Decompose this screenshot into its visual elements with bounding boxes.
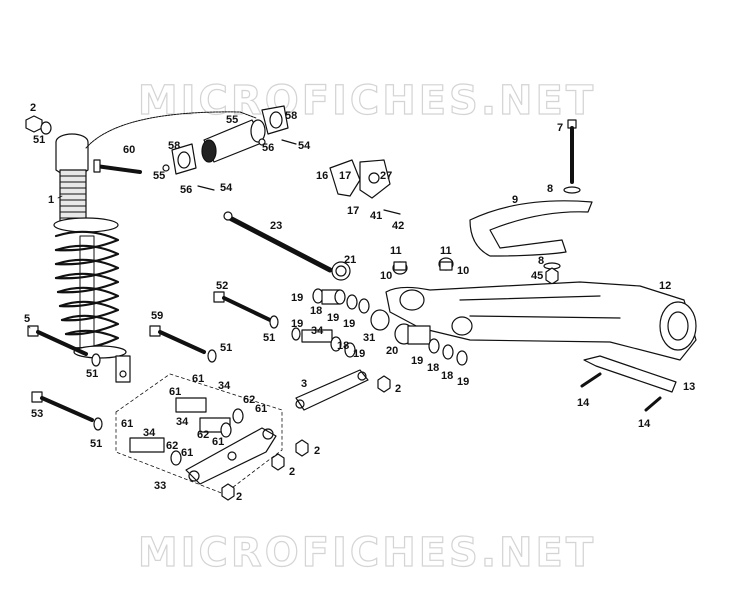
callout-16: 16 [316,170,329,182]
callout-7: 7 [557,122,564,134]
callout-19: 19 [411,355,424,367]
callout-51: 51 [90,438,103,450]
clip-10-11[interactable] [393,261,453,271]
callout-34: 34 [176,416,189,428]
callout-18: 18 [337,340,350,352]
callout-5: 5 [24,313,31,325]
callout-62: 62 [243,394,256,406]
callout-19: 19 [291,318,304,330]
bolt-59[interactable] [149,325,217,363]
top-nut[interactable] [25,115,52,135]
callout-11: 11 [440,245,452,257]
callout-61: 61 [169,386,182,398]
callout-62: 62 [166,440,179,452]
callout-13: 13 [683,381,696,393]
callout-2: 2 [395,383,402,395]
callout-54: 54 [298,140,311,152]
shock-reservoir[interactable] [162,105,297,191]
bushing-set-lower[interactable] [394,323,468,366]
callout-2: 2 [289,466,296,478]
callout-23: 23 [270,220,283,232]
callout-55: 55 [226,114,239,126]
callout-54: 54 [220,182,233,194]
bolt-60[interactable] [93,159,142,174]
callout-14: 14 [638,418,651,430]
callout-8: 8 [538,255,545,267]
callout-17: 17 [347,205,360,217]
callout-42: 42 [392,220,405,232]
callout-61: 61 [181,447,194,459]
callout-51: 51 [220,342,233,354]
shock-absorber[interactable] [53,111,257,383]
callout-58: 58 [285,110,298,122]
bracket-assembly[interactable] [329,159,401,215]
bolt-5[interactable] [27,325,101,367]
callout-19: 19 [291,292,304,304]
callout-53: 53 [31,408,44,420]
callout-45: 45 [531,270,544,282]
callout-10: 10 [380,270,393,282]
chain-guide[interactable] [580,355,677,412]
bolt-53[interactable] [31,391,103,431]
watermark-bottom: MICROFICHES.NET [137,529,597,576]
bushing-set-middle[interactable] [291,327,356,358]
callout-52: 52 [216,280,229,292]
callout-18: 18 [441,370,454,382]
callout-1: 1 [48,194,55,206]
callout-19: 19 [457,376,470,388]
bolt-7[interactable] [563,119,581,194]
callout-62: 62 [197,429,210,441]
callout-2: 2 [314,445,321,457]
callout-41: 41 [370,210,383,222]
callout-27: 27 [380,170,393,182]
callout-56: 56 [180,184,193,196]
callout-10: 10 [457,265,470,277]
callout-34: 34 [311,325,324,337]
callout-58: 58 [168,140,181,152]
upper-link-9[interactable] [469,200,593,285]
callout-59: 59 [151,310,164,322]
watermark-top: MICROFICHES.NET [137,77,597,124]
callout-19: 19 [327,312,340,324]
callout-2: 2 [30,102,37,114]
callout-34: 34 [143,427,156,439]
callout-3: 3 [301,378,308,390]
callout-20: 20 [386,345,399,357]
callout-14: 14 [577,397,590,409]
axle-23[interactable] [223,211,351,281]
callout-17: 17 [339,170,352,182]
callout-9: 9 [512,194,519,206]
callout-18: 18 [427,362,440,374]
callout-51: 51 [263,332,276,344]
callout-11: 11 [390,245,402,257]
callout-12: 12 [659,280,672,292]
lower-linkage-33[interactable] [115,373,309,501]
callout-55: 55 [153,170,166,182]
bushing-set-upper[interactable] [312,288,390,331]
callout-61: 61 [255,403,268,415]
callout-34: 34 [218,380,231,392]
callout-51: 51 [86,368,99,380]
link-3[interactable] [295,369,391,411]
callout-21: 21 [344,254,357,266]
callout-18: 18 [310,305,323,317]
bolt-52[interactable] [213,291,279,329]
callout-61: 61 [121,418,134,430]
callout-19: 19 [343,318,356,330]
callout-61: 61 [192,373,205,385]
callout-51: 51 [33,134,46,146]
callout-60: 60 [123,144,136,156]
callout-56: 56 [262,142,275,154]
callout-31: 31 [363,332,376,344]
callout-19: 19 [353,348,366,360]
callout-2: 2 [236,491,243,503]
callout-33: 33 [154,480,167,492]
callout-61: 61 [212,436,225,448]
callout-8: 8 [547,183,554,195]
